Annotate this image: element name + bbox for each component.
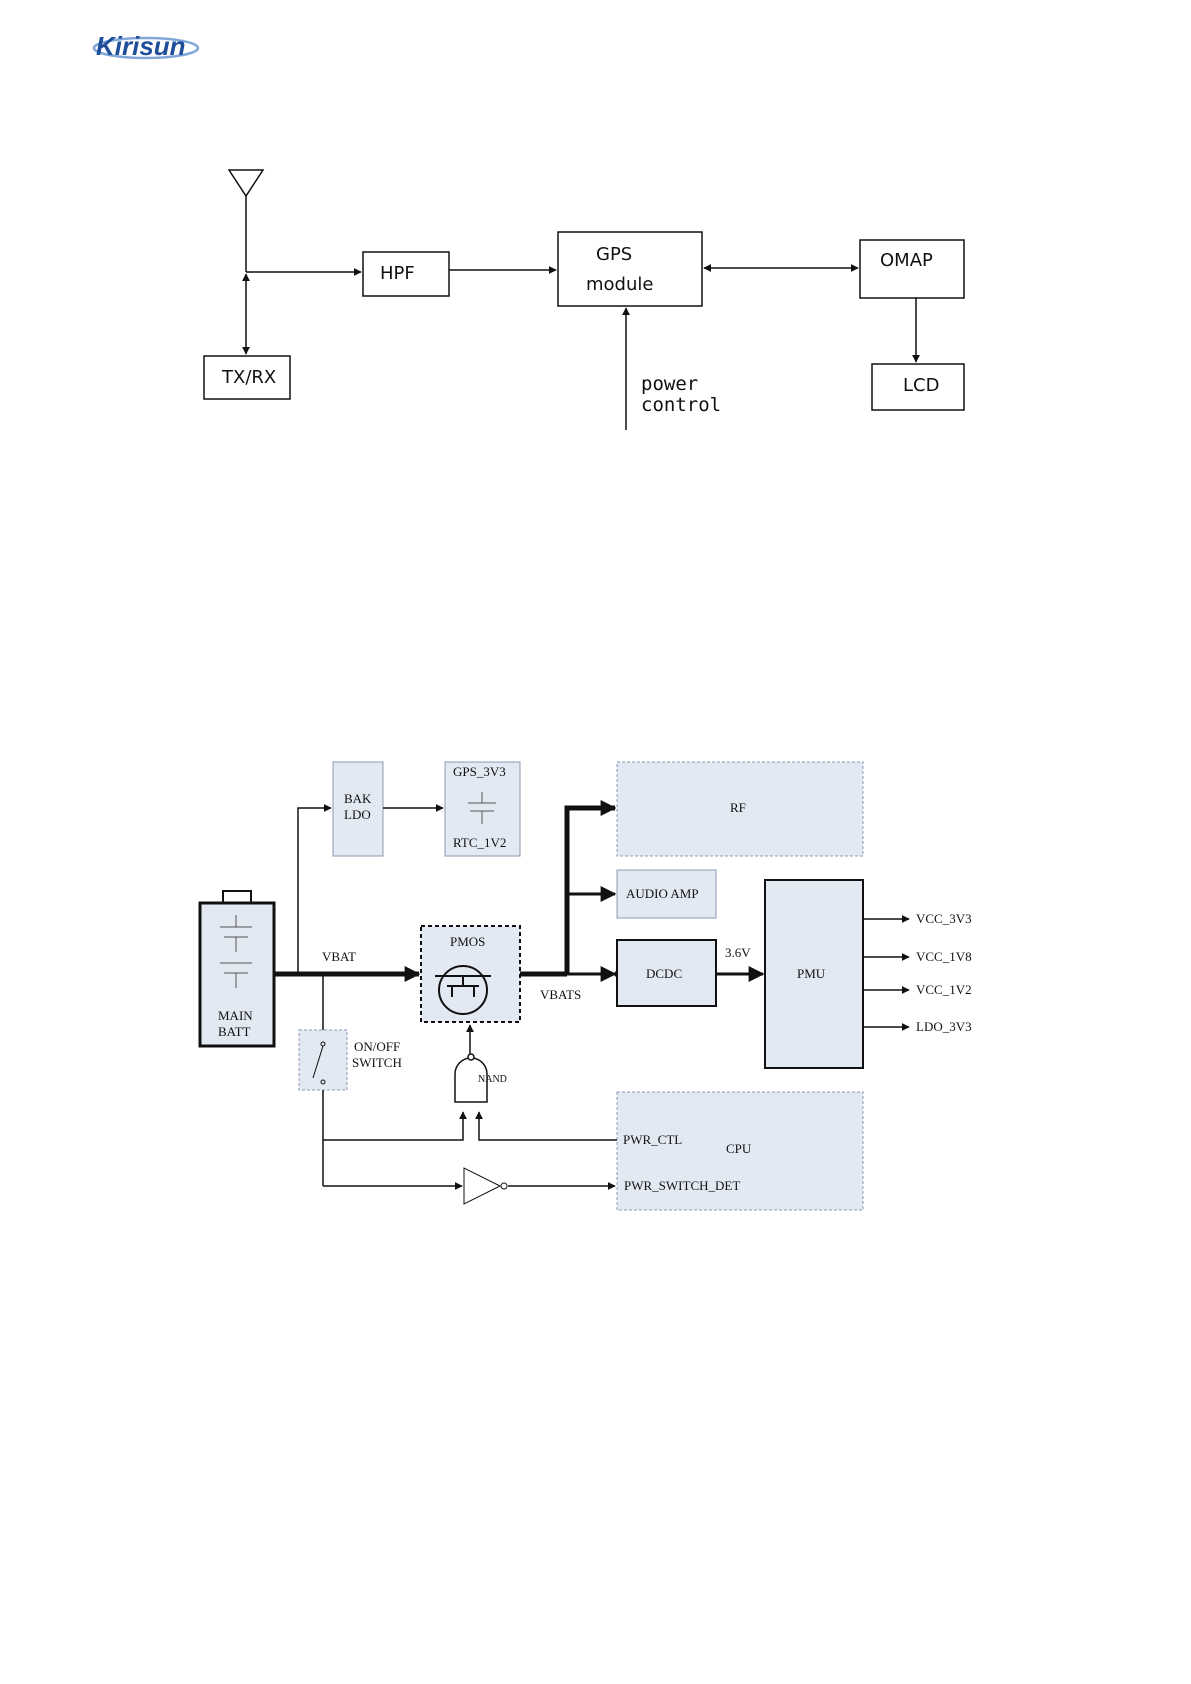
cpu-label: CPU [726, 1141, 752, 1156]
module-label: module [586, 274, 653, 295]
buffer-gate-icon [464, 1168, 507, 1204]
ldo-3v3-label: LDO_3V3 [916, 1019, 972, 1034]
switch-label: SWITCH [352, 1055, 402, 1070]
vbats-to-rf-arrow [567, 808, 615, 974]
antenna-icon [229, 170, 263, 196]
logo-text: Kirisun [96, 31, 186, 61]
gps-3v3-label: GPS_3V3 [453, 764, 506, 779]
nand-label: NAND [478, 1074, 507, 1085]
dcdc-label: DCDC [646, 966, 682, 981]
txrx-label: TX/RX [221, 367, 276, 388]
gps-diagram-labels: HPF GPS module OMAP TX/RX LCD power cont… [221, 244, 939, 416]
bak-label: BAK [344, 791, 372, 806]
rtc-1v2-label: RTC_1V2 [453, 835, 506, 850]
gps-label: GPS [596, 244, 632, 265]
vcc-1v2-label: VCC_1V2 [916, 982, 972, 997]
ldo-label: LDO [344, 807, 371, 822]
power-label: power [641, 373, 698, 395]
vcc-3v3-label: VCC_3V3 [916, 911, 972, 926]
pwr-ctl-label: PWR_CTL [623, 1132, 682, 1147]
power-block-diagram [200, 762, 909, 1210]
onoff-label: ON/OFF [354, 1039, 400, 1054]
vbat-label: VBAT [322, 949, 356, 964]
lcd-label: LCD [903, 375, 939, 396]
omap-label: OMAP [880, 250, 933, 271]
pmos-label: PMOS [450, 934, 485, 949]
batt-label: BATT [218, 1024, 251, 1039]
hpf-label: HPF [380, 263, 415, 284]
pmu-label: PMU [797, 966, 826, 981]
pwr-switch-det-label: PWR_SWITCH_DET [624, 1178, 740, 1193]
switch-to-nand-arrow [323, 1112, 463, 1140]
vbats-label: VBATS [540, 987, 581, 1002]
vcc-1v8-label: VCC_1V8 [916, 949, 972, 964]
battery-terminal [223, 891, 251, 903]
control-label: control [641, 394, 721, 416]
pwr-ctl-to-nand-arrow [479, 1112, 617, 1140]
voltage-3v6-label: 3.6V [725, 945, 751, 960]
main-label: MAIN [218, 1008, 253, 1023]
company-logo: Kirisun [94, 31, 198, 61]
onoff-switch-box [299, 1030, 347, 1090]
audio-amp-label: AUDIO AMP [626, 886, 699, 901]
rf-label: RF [730, 800, 746, 815]
gps-block-diagram [204, 170, 964, 430]
